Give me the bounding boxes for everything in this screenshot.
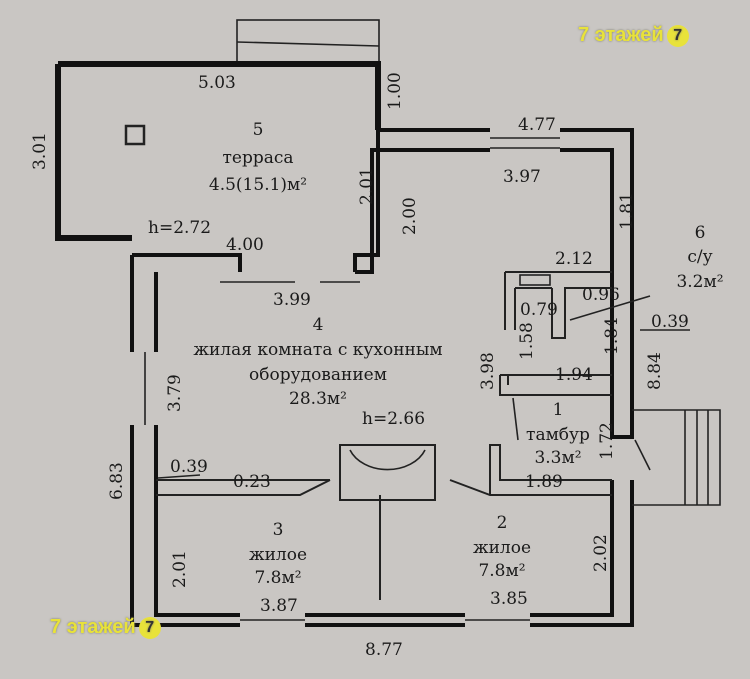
logo-badge-icon: 7 bbox=[138, 616, 161, 639]
column-icon bbox=[124, 124, 146, 146]
room-name: терраса bbox=[222, 148, 293, 168]
room-name: жилое bbox=[473, 538, 531, 558]
room-number: 4 bbox=[313, 315, 324, 335]
room-2: 2 жилое 7.8м² bbox=[473, 513, 531, 581]
dimension-label: 1.58 bbox=[517, 322, 537, 360]
dimension-label: 5.03 bbox=[198, 73, 236, 93]
dimension-label: 2.01 bbox=[357, 167, 377, 205]
watermark-bottom: 7 этажей 7 bbox=[50, 616, 161, 639]
room-name: с/у bbox=[687, 247, 712, 267]
dimension-label: 0.39 bbox=[170, 457, 208, 477]
dimension-label: 1.00 bbox=[385, 72, 405, 110]
dimension-label: 3.79 bbox=[165, 374, 185, 412]
dimension-label: 1.84 bbox=[602, 317, 622, 355]
dimension-label: 8.84 bbox=[645, 352, 665, 390]
watermark-top: 7 этажей 7 bbox=[578, 24, 689, 47]
house-walls bbox=[130, 128, 721, 627]
dimension-label: 0.79 bbox=[520, 300, 558, 320]
room-area: 4.5(15.1)м² bbox=[209, 175, 307, 195]
room-number: 6 bbox=[695, 223, 706, 243]
room-name: оборудованием bbox=[249, 365, 387, 385]
room-3: 3 жилое 7.8м² bbox=[249, 520, 307, 588]
watermark-text: 7 этажей bbox=[50, 616, 136, 638]
dimension-label: 3.01 bbox=[30, 132, 50, 170]
room-living: 4 жилая комната с кухонным оборудованием… bbox=[193, 315, 442, 429]
dimension-label: 3.98 bbox=[478, 352, 498, 390]
room-area: 7.8м² bbox=[478, 561, 525, 581]
room-area: 3.2м² bbox=[676, 272, 723, 292]
room-number: 3 bbox=[273, 520, 284, 540]
room-terrace: 5 терраса 4.5(15.1)м² h=2.72 bbox=[148, 120, 307, 238]
dimension-label: 2.01 bbox=[170, 550, 190, 588]
room-bathroom: 6 с/у 3.2м² bbox=[676, 223, 723, 292]
dimension-label: 2.00 bbox=[400, 197, 420, 235]
dimension-label: 1.94 bbox=[555, 365, 593, 385]
room-area: 7.8м² bbox=[254, 568, 301, 588]
room-number: 1 bbox=[553, 400, 564, 420]
dimensions: 5.03 1.00 3.01 2.01 2.00 4.77 3.97 1.81 … bbox=[30, 72, 689, 660]
terrace-walls bbox=[55, 61, 381, 241]
dimension-label: 3.97 bbox=[503, 167, 541, 187]
dimension-label: 4.00 bbox=[226, 235, 264, 255]
room-number: 2 bbox=[497, 513, 508, 533]
room-name: жилая комната с кухонным bbox=[193, 340, 442, 360]
terrace-steps bbox=[236, 19, 380, 63]
room-area: 3.3м² bbox=[534, 448, 581, 468]
dimension-label: 2.02 bbox=[591, 534, 611, 572]
dimension-label: 1.72 bbox=[597, 422, 617, 460]
dimension-label: 4.77 bbox=[518, 115, 556, 135]
dimension-label: 3.85 bbox=[490, 589, 528, 609]
dimension-label: 2.12 bbox=[555, 249, 593, 269]
room-area: 28.3м² bbox=[289, 389, 347, 409]
dimension-label: 8.77 bbox=[365, 640, 403, 660]
dimension-label: 1.89 bbox=[525, 472, 563, 492]
ceiling-height: h=2.72 bbox=[148, 218, 211, 238]
watermark-text: 7 этажей bbox=[578, 24, 664, 46]
room-name: жилое bbox=[249, 545, 307, 565]
ceiling-height: h=2.66 bbox=[362, 409, 425, 429]
logo-badge-icon: 7 bbox=[666, 24, 689, 47]
room-vestibule: 1 тамбур 3.3м² bbox=[526, 400, 590, 468]
dimension-label: 0.23 bbox=[233, 472, 271, 492]
room-name: тамбур bbox=[526, 425, 590, 445]
dimension-label: 0.39 bbox=[651, 312, 689, 332]
dimension-label: 3.99 bbox=[273, 290, 311, 310]
dimension-label: 0.96 bbox=[582, 285, 620, 305]
dimension-label: 3.87 bbox=[260, 596, 298, 616]
dimension-label: 6.83 bbox=[107, 462, 127, 500]
dimension-label: 1.81 bbox=[617, 192, 637, 230]
room-number: 5 bbox=[253, 120, 264, 140]
